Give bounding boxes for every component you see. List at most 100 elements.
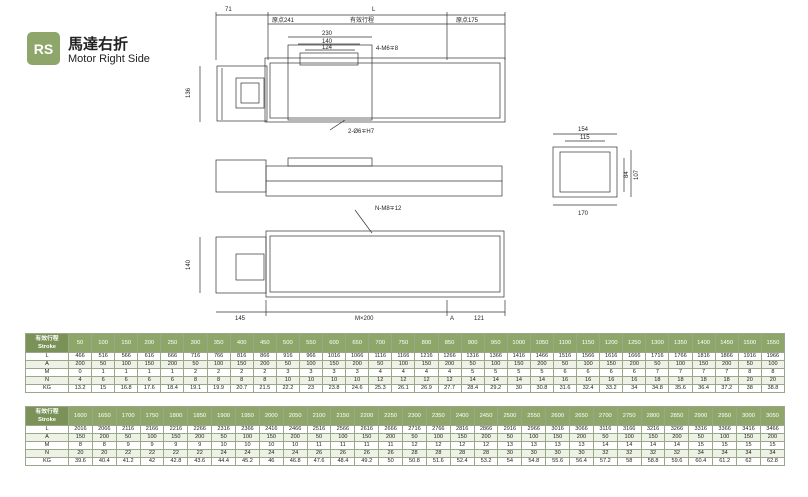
table-cell: 8 [68,441,93,450]
table-cell: 7 [668,368,693,377]
row-label: N [25,449,69,458]
stroke-value: 400 [229,333,254,353]
stroke-value: 1550 [760,333,786,353]
stroke-value: 750 [391,333,416,353]
table-cell: 4 [437,368,462,377]
table-cell: 3 [322,368,347,377]
table-cell: 17.6 [137,384,162,393]
table-cell: 200 [622,360,647,369]
table-cell: 20.7 [229,384,254,393]
stroke-value: 3000 [736,406,761,426]
table-cell: 13 [497,441,523,450]
table-cell: 28 [402,449,427,458]
stroke-header-en: Stroke [37,344,57,350]
table-cell: 816 [229,352,254,361]
table-cell: 19.1 [183,384,208,393]
stroke-value: 1600 [68,406,93,426]
table-cell: 10 [345,376,370,385]
stroke-value: 1250 [622,333,647,353]
table-cell: 150 [691,360,716,369]
row-label: KG [25,384,69,393]
table-cell: 2816 [449,425,475,434]
table-cell: 150 [354,433,380,442]
stroke-value: 2000 [258,406,284,426]
table-cell: 1216 [414,352,439,361]
table-cell: 24 [282,449,308,458]
dim-115: 115 [580,135,590,141]
table-cell: 200 [529,360,554,369]
table-cell: 42.8 [163,457,189,466]
table-cell: 25.3 [368,384,393,393]
table-cell: 11 [378,441,404,450]
row-label: M [25,441,69,450]
table-cell: 12 [449,441,475,450]
table-cell: 7 [645,368,670,377]
table-cell: 15 [759,441,786,450]
table-cell: 2566 [330,425,356,434]
table-cell: 2666 [378,425,404,434]
table-cell: 32 [664,449,690,458]
table-cell: 10 [211,441,237,450]
stroke-value: 600 [322,333,347,353]
table-cell: 30 [506,384,531,393]
table-cell: 1366 [483,352,508,361]
table-cell: 62 [736,457,761,466]
stroke-value: 1000 [506,333,531,353]
table-cell: 10 [258,441,284,450]
table-cell: 1716 [645,352,670,361]
stroke-value: 2500 [497,406,523,426]
table-cell: 1 [114,368,139,377]
table-cell: 6 [137,376,162,385]
table-cell: 100 [391,360,416,369]
stroke-value: 1150 [576,333,601,353]
table-cell: 6 [622,368,647,377]
table-cell: 9 [163,441,189,450]
stroke-value: 2050 [282,406,308,426]
table-cell: 1266 [437,352,462,361]
table-cell: 50 [460,360,485,369]
table-cell: 8 [252,376,277,385]
table-cell: 26.9 [414,384,439,393]
dim-L: L [372,7,376,13]
table-cell: 32.4 [576,384,601,393]
table-cell: 466 [67,352,93,361]
stroke-value: 2850 [664,406,690,426]
table-cell: 100 [483,360,508,369]
table-cell: 3466 [759,425,786,434]
stroke-value: 1200 [599,333,624,353]
table-cell: 6 [160,376,185,385]
table-cell: 100 [576,360,601,369]
table-cell: 57.2 [592,457,618,466]
row-label: L [25,352,69,361]
table-cell: 200 [345,360,370,369]
table-cell: 2766 [425,425,451,434]
table-cell: 3316 [688,425,714,434]
table-cell: 1916 [737,352,762,361]
table-cell: 1116 [368,352,393,361]
table-cell: 200 [473,433,499,442]
row-label: L [25,425,69,434]
stroke-value: 1100 [552,333,578,353]
table-cell: 24.6 [345,384,370,393]
table-cell: 50 [91,360,116,369]
row-label: KG [25,457,69,466]
stroke-header-cn: 有效行程 [35,336,59,342]
table-cell: 200 [252,360,277,369]
table-cell: 47.6 [306,457,332,466]
table-cell: 200 [714,360,739,369]
table-cell: 21.5 [252,384,277,393]
row-label: A [25,433,69,442]
row-label: M [25,368,69,377]
table-cell: 2216 [163,425,189,434]
table-cell: 34 [759,449,786,458]
table-cell: 150 [599,360,624,369]
table-cell: 6 [114,376,139,385]
table-cell: 150 [506,360,531,369]
table-cell: 54.8 [521,457,547,466]
table-cell: 150 [258,433,284,442]
table-cell: 100 [425,433,451,442]
